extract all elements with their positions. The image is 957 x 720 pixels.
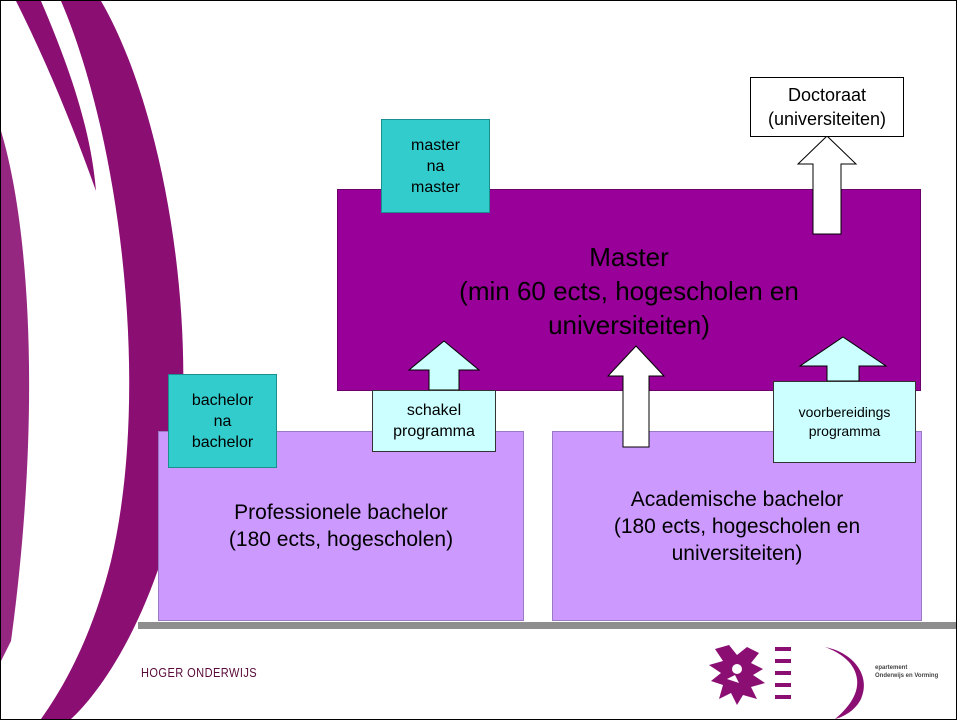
doctoraat-box: Doctoraat (universiteiten) [750,77,904,137]
master-label: Master (min 60 ects, hogescholen en univ… [459,242,799,340]
master-na-master-box: master na master [381,119,490,213]
arrow-schakel-to-master [407,340,481,391]
decorative-swoosh [1,1,184,719]
professionele-bachelor-label: Professionele bachelor (180 ects, hogesc… [228,501,454,551]
arrow-academisch-to-master [606,345,666,448]
department-logo-text: epartement Onderwijs en Vorming [875,665,939,679]
doctoraat-label: Doctoraat (universiteiten) [767,85,887,129]
voorbereidingsprogramma-box: voorbereidings programma [773,381,916,463]
schakelprogramma-box: schakel programma [372,390,496,452]
ground-line [138,622,956,629]
bachelor-na-bachelor-box: bachelor na bachelor [168,374,277,468]
voorbereidingsprogramma-label: voorbereidings programma [798,404,891,439]
arrow-voorbereiding-to-master [798,336,888,382]
arrow-master-to-doctoraat [796,135,858,235]
department-logo-swoosh [825,647,864,719]
flemish-lion-logo [709,645,791,705]
master-na-master-label: master na master [411,136,460,196]
schakelprogramma-label: schakel programma [393,402,475,440]
footer-label: HOGER ONDERWIJS [141,665,258,680]
professionele-bachelor-box: Professionele bachelor (180 ects, hogesc… [158,431,524,621]
academische-bachelor-label: Academische bachelor (180 ects, hogescho… [613,487,861,565]
bachelor-na-bachelor-label: bachelor na bachelor [191,391,254,451]
